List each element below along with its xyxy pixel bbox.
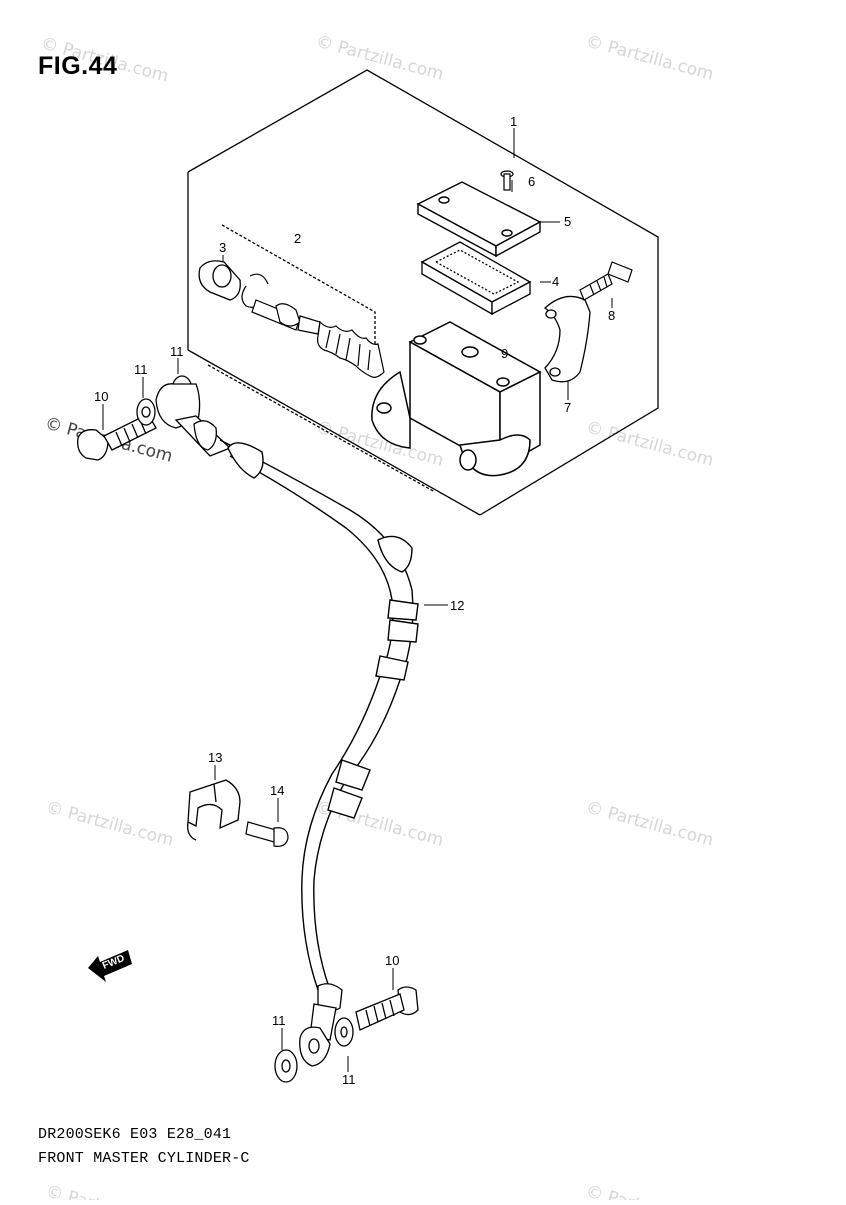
callout-7: 7	[564, 400, 571, 415]
callout-11-upper-b: 11	[170, 344, 184, 359]
callout-3: 3	[219, 240, 226, 255]
watermark: © Partzilla.com	[44, 798, 176, 851]
assembly-box-outline	[187, 69, 659, 516]
forward-arrow-icon: FWD	[88, 950, 132, 982]
callout-13: 13	[208, 750, 222, 765]
watermark: © Partzilla.com	[584, 32, 716, 85]
figure-title: FIG.44	[38, 52, 118, 80]
callout-2: 2	[294, 231, 301, 246]
callout-1: 1	[510, 114, 517, 129]
clamp-screw	[245, 821, 289, 847]
diaphragm-plate	[420, 241, 532, 316]
callout-11-lower-b: 11	[342, 1072, 356, 1087]
callout-10-upper: 10	[94, 389, 108, 404]
reservoir-cap	[416, 181, 542, 258]
master-cylinder-body	[371, 321, 542, 477]
callout-14: 14	[270, 783, 284, 798]
callout-4: 4	[552, 274, 559, 289]
watermark: © Partzilla.com	[584, 1182, 716, 1200]
callout-11-upper-a: 11	[134, 362, 148, 377]
callout-11-lower-a: 11	[272, 1013, 286, 1028]
banjo-bolt-lower	[355, 986, 419, 1031]
callout-12: 12	[450, 598, 464, 613]
watermark: © Partzilla.com	[584, 798, 716, 851]
watermarks: © Partzilla.com © Partzilla.com © Partzi…	[39, 32, 716, 1205]
brake-hose	[219, 439, 419, 991]
model-code: DR200SEK6 E03 E28_041	[38, 1126, 232, 1143]
callout-10-lower: 10	[385, 953, 399, 968]
callout-5: 5	[564, 214, 571, 229]
assembly-name: FRONT MASTER CYLINDER-C	[38, 1150, 250, 1167]
handlebar-holder	[543, 295, 591, 383]
holder-bolt	[579, 261, 633, 301]
banjo-fitting-lower	[299, 983, 343, 1067]
piston-spring-set	[251, 299, 385, 378]
leader-lines	[102, 128, 613, 1072]
callout-6: 6	[528, 174, 535, 189]
banjo-fitting-upper	[155, 383, 232, 457]
callout-9: 9	[501, 346, 508, 361]
watermark: © Partzilla.com	[44, 1182, 176, 1200]
watermark: © Partzilla.com	[584, 418, 716, 471]
cap-screw	[500, 170, 514, 191]
callout-8: 8	[608, 308, 615, 323]
hose-clamp	[187, 779, 241, 841]
washers-lower	[274, 1017, 354, 1083]
piston-boot	[198, 260, 241, 301]
callout-numbers: 1 2 3 4 5 6 7 8 9 10 10 11 11 11 11 12 1…	[94, 114, 615, 1087]
